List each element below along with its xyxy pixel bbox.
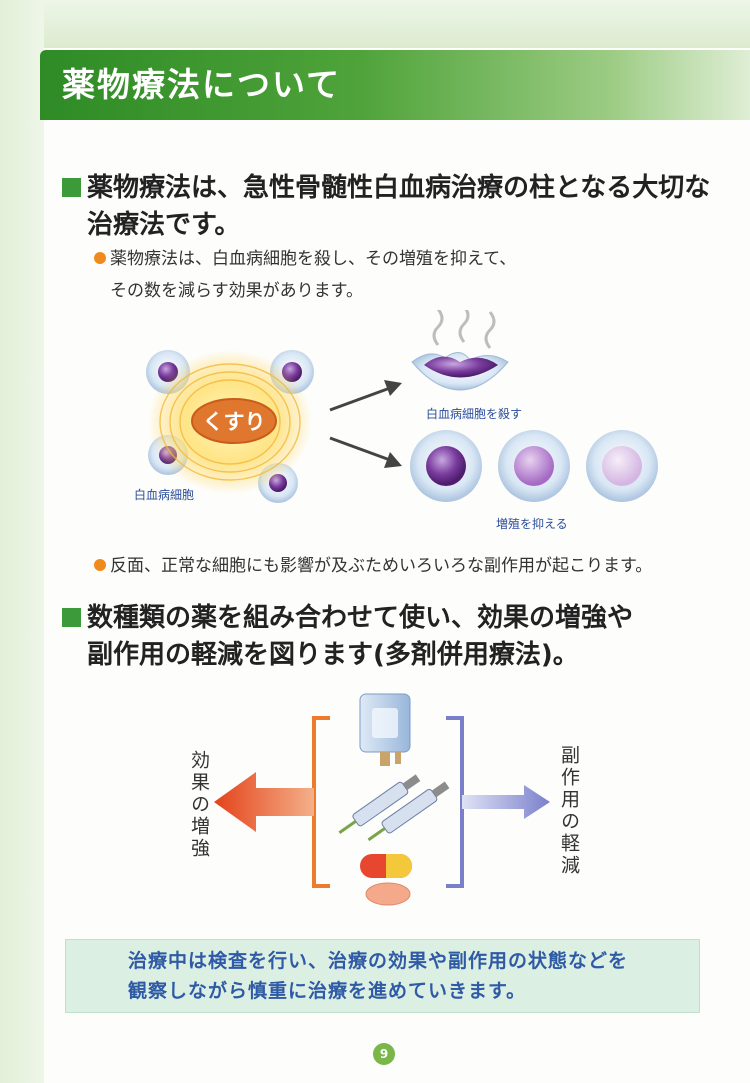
reduce-label: 副作用の軽減 (558, 745, 580, 877)
reduce-arrow (462, 785, 550, 819)
enhance-arrow (214, 772, 314, 832)
suppressed-cell (410, 430, 482, 502)
note-line1: 治療中は検査を行い、治療の効果や副作用の状態などを (128, 950, 629, 972)
right-bracket (446, 716, 464, 888)
orange-dot-icon (94, 559, 106, 571)
capsule-icon (360, 854, 412, 878)
combination-therapy-diagram (214, 693, 550, 906)
section2-heading-line2: 副作用の軽減を図ります(多剤併用療法)。 (87, 640, 579, 670)
iv-bag-icon (359, 693, 411, 766)
section1-heading: 薬物療法は、急性骨髄性白血病治療の柱となる大切な 治療法です。 (62, 170, 710, 244)
arrow-up (329, 386, 391, 412)
enhance-label: 効果の増強 (188, 750, 210, 860)
tablet-icon (365, 882, 411, 906)
page-number: 9 (373, 1043, 395, 1065)
suppressed-cell (498, 430, 570, 502)
page-title: 薬物療法について (62, 65, 342, 104)
left-bracket (312, 716, 330, 888)
syringe-icon (338, 774, 450, 842)
suppress-caption: 増殖を抑える (496, 517, 568, 531)
note-box: 治療中は検査を行い、治療の効果や副作用の状態などを 観察しながら慎重に治療を進め… (65, 939, 700, 1013)
bullet-1: 薬物療法は、白血病細胞を殺し、その増殖を抑えて、 その数を減らす効果があります。 (94, 243, 516, 307)
square-bullet-icon (62, 178, 81, 197)
note-line2: 観察しながら慎重に治療を進めていきます。 (128, 980, 527, 1002)
killed-cell (411, 310, 509, 391)
drug-action-diagram: くすり (146, 310, 658, 503)
title-band (40, 50, 750, 120)
leukemia-cells-caption: 白血病細胞 (134, 488, 195, 502)
bullet-2-text: 反面、正常な細胞にも影響が及ぶためいろいろな副作用が起こります。 (110, 556, 653, 576)
arrow-down (329, 436, 391, 462)
top-green-bar (0, 0, 750, 48)
section2-heading-line1: 数種類の薬を組み合わせて使い、効果の増強や (87, 603, 634, 633)
drug-pill (191, 398, 277, 444)
bullet-2: 反面、正常な細胞にも影響が及ぶためいろいろな副作用が起こります。 (94, 550, 652, 582)
bullet-1-line2: その数を減らす効果があります。 (110, 281, 363, 301)
suppressed-cell (586, 430, 658, 502)
orange-dot-icon (94, 252, 106, 264)
kill-caption: 白血病細胞を殺す (426, 407, 523, 421)
section2-heading: 数種類の薬を組み合わせて使い、効果の増強や 副作用の軽減を図ります(多剤併用療法… (62, 600, 633, 674)
bullet-1-line1: 薬物療法は、白血病細胞を殺し、その増殖を抑えて、 (110, 249, 517, 269)
side-green-bar (0, 0, 44, 1083)
drug-label: くすり (203, 410, 266, 434)
square-bullet-icon (62, 608, 81, 627)
section1-heading-line1: 薬物療法は、急性骨髄性白血病治療の柱となる大切な (87, 173, 711, 203)
section1-heading-line2: 治療法です。 (87, 210, 241, 240)
